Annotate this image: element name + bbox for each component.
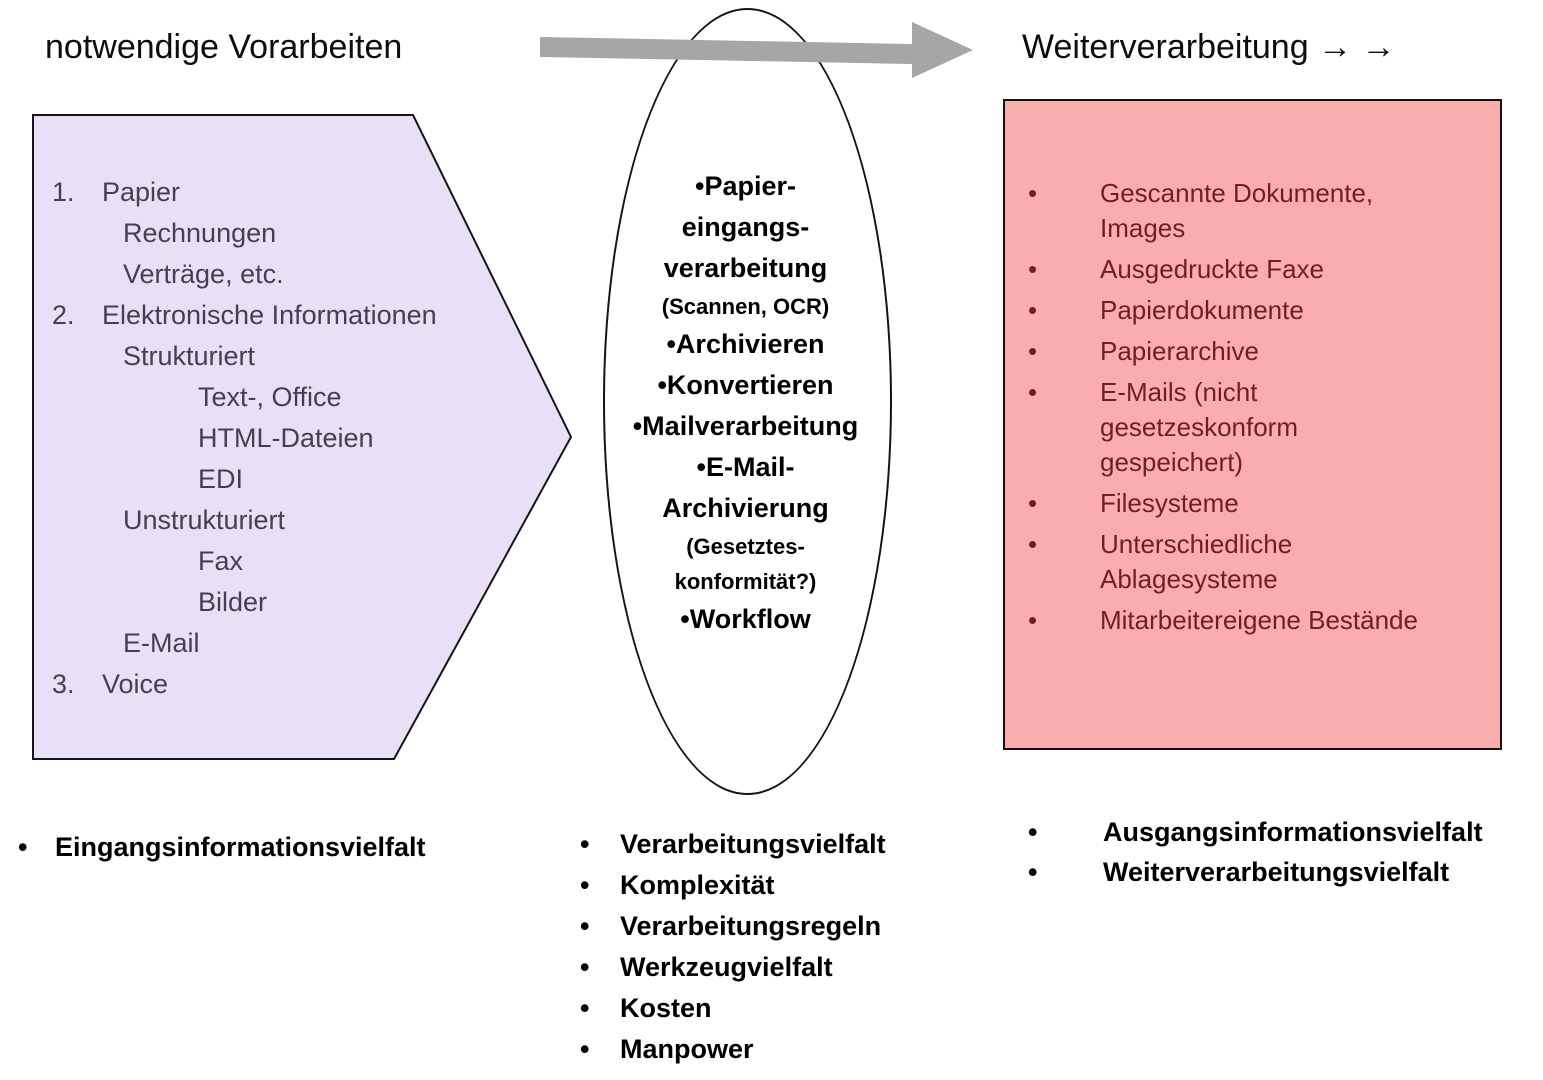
input-source-line: Verträge, etc. <box>33 254 563 295</box>
output-item-line: gesetzeskonform <box>1100 412 1298 442</box>
bottom-middle-list: Verarbeitungsvielfalt Komplexität Verarb… <box>580 824 886 1070</box>
bottom-left-item: Eingangsinformationsvielfalt <box>18 827 426 868</box>
list-text: Elektronische Informationen <box>102 300 437 330</box>
list-text: Verträge, etc. <box>123 259 284 289</box>
list-text: EDI <box>198 464 244 494</box>
input-pentagon-polygon <box>32 114 573 760</box>
process-step-line: •Konvertieren <box>657 370 834 400</box>
input-source-line: E-Mail <box>33 623 563 664</box>
list-number: 3. <box>52 669 75 699</box>
input-sources-list: 1. Papier Rechnungen Verträge, etc. 2. Ele… <box>33 172 563 705</box>
input-source-line: Text-, Office <box>33 377 563 418</box>
bottom-middle-item: Werkzeugvielfalt <box>580 947 886 988</box>
output-item-line: Papierarchive <box>1003 334 1498 369</box>
process-step-line: •Mailverarbeitung <box>632 411 859 441</box>
list-text: HTML-Dateien <box>198 423 374 453</box>
bottom-middle-item: Manpower <box>580 1029 886 1070</box>
process-step-line: (Gesetztes- <box>686 534 805 559</box>
list-text: Bilder <box>198 587 268 617</box>
output-item-line: Papierdokumente <box>1003 293 1498 328</box>
input-source-line: 2. Elektronische Informationen <box>33 295 563 336</box>
list-text: Fax <box>198 546 244 576</box>
process-step-line: •E-Mail- <box>696 452 795 482</box>
process-step-line: konformität?) <box>674 569 817 594</box>
process-step-line: verarbeitung <box>663 253 828 283</box>
process-step-line: •Workflow <box>680 604 811 634</box>
input-pentagon-shape <box>32 114 573 760</box>
list-number: 2. <box>52 300 75 330</box>
process-step-line: eingangs- <box>681 212 810 242</box>
output-item-line: Filesysteme <box>1003 486 1498 521</box>
output-items-list: Gescannte Dokumente, Images Ausgedruckte… <box>1003 170 1498 638</box>
list-number: 1. <box>52 177 75 207</box>
process-ellipse-shape <box>603 8 892 795</box>
input-source-line: Unstrukturiert <box>33 500 563 541</box>
input-source-line: Rechnungen <box>33 213 563 254</box>
list-text: Text-, Office <box>198 382 342 412</box>
process-step-line: •Papier- <box>695 171 796 201</box>
heading-preparations: notwendige Vorarbeiten <box>45 28 403 66</box>
output-item-line: Mitarbeitereigene Bestände <box>1003 603 1498 638</box>
input-source-line: Bilder <box>33 582 563 623</box>
list-text: Unstrukturiert <box>123 505 286 535</box>
list-text: Voice <box>102 669 169 699</box>
bottom-left-list: Eingangsinformationsvielfalt <box>18 827 426 868</box>
bottom-middle-item: Verarbeitungsregeln <box>580 906 886 947</box>
flow-arrow <box>540 22 973 78</box>
list-text: Papier <box>102 177 181 207</box>
process-step-line: (Scannen, OCR) <box>661 294 830 319</box>
list-text: E-Mail <box>123 628 200 658</box>
input-source-line: 1. Papier <box>33 172 563 213</box>
output-item-line: Images <box>1100 213 1186 243</box>
heading-further-processing: Weiterverarbeitung → → <box>1022 28 1396 66</box>
flow-arrow-polygon <box>540 22 973 78</box>
bottom-middle-item: Komplexität <box>580 865 886 906</box>
input-source-line: Strukturiert <box>33 336 563 377</box>
output-item-line: gespeichert) <box>1100 447 1244 477</box>
output-item-line: Unterschiedliche <box>1003 527 1498 562</box>
process-step-line: Archivierung <box>662 493 829 523</box>
output-item-line: Gescannte Dokumente, <box>1003 176 1498 211</box>
bottom-right-list: Ausgangsinformationsvielfalt Weiterverar… <box>1028 812 1483 892</box>
input-source-line: Fax <box>33 541 563 582</box>
output-item-line: Ablagesysteme <box>1100 564 1278 594</box>
output-item-line: Ausgedruckte Faxe <box>1003 252 1498 287</box>
list-text: Strukturiert <box>123 341 256 371</box>
output-item-line: E-Mails (nicht <box>1003 375 1498 410</box>
process-steps-list: •Papier- eingangs- verarbeitung (Scannen… <box>575 166 916 640</box>
input-source-line: HTML-Dateien <box>33 418 563 459</box>
process-step-line: •Archivieren <box>666 329 825 359</box>
list-text: Rechnungen <box>123 218 277 248</box>
bottom-right-item: Ausgangsinformationsvielfalt <box>1028 812 1483 852</box>
bottom-right-item: Weiterverarbeitungsvielfalt <box>1028 852 1483 892</box>
input-source-line: EDI <box>33 459 563 500</box>
bottom-middle-item: Verarbeitungsvielfalt <box>580 824 886 865</box>
bottom-middle-item: Kosten <box>580 988 886 1029</box>
input-source-line: 3. Voice <box>33 664 563 705</box>
